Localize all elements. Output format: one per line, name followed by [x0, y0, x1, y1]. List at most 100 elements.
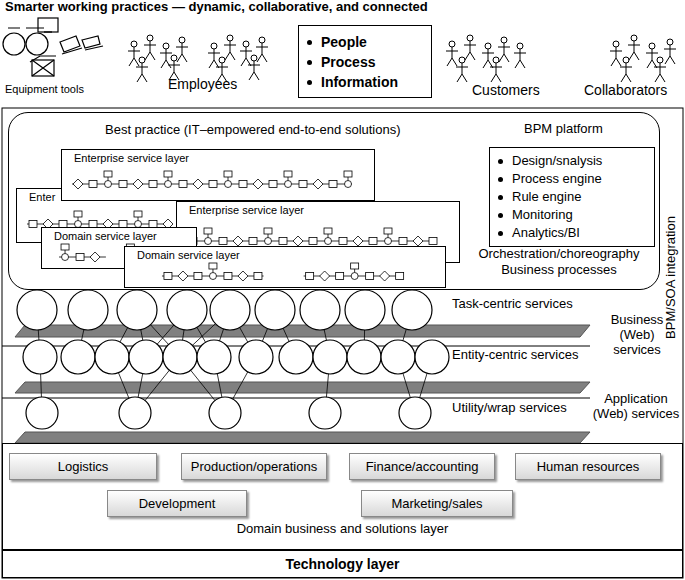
- flow-node: [105, 181, 112, 188]
- flow-line: [208, 234, 209, 238]
- bullet-text: Design/snalysis: [512, 152, 602, 170]
- bullet-row: Design/snalysis: [490, 152, 654, 170]
- utility-service-circle: [119, 397, 151, 429]
- flow-step: [324, 228, 332, 234]
- group-caption: Employees: [168, 76, 237, 92]
- figure-head: [139, 57, 145, 63]
- figure-head: [147, 35, 153, 41]
- figure-body: [256, 43, 268, 62]
- flow-step: [254, 273, 262, 280]
- task-service-circle: [255, 290, 295, 330]
- flow-step: [336, 273, 344, 280]
- flow-diamond: [253, 179, 263, 189]
- focus-box: PeopleProcessInformation: [298, 25, 432, 98]
- bullet-dot: [498, 231, 503, 236]
- figure-body: [456, 63, 468, 82]
- flow-step: [29, 221, 37, 228]
- flow-diamond: [133, 179, 143, 189]
- layer-caption: Utility/wrap services: [452, 401, 567, 416]
- flow-node: [165, 181, 172, 188]
- flow-step: [224, 273, 232, 280]
- figure-body: [514, 49, 526, 68]
- figure-body: [240, 47, 252, 66]
- entity-service-circle: [95, 340, 129, 374]
- vertical-caption: BPM/SOA integration: [664, 202, 679, 352]
- figure-head: [219, 57, 225, 63]
- bullet-text: Rule engine: [512, 188, 581, 206]
- figure-head: [657, 57, 663, 63]
- entity-service-circle: [239, 340, 273, 374]
- flow-step: [89, 181, 97, 188]
- icon-caption: Equipment tools: [5, 83, 84, 96]
- utility-service-circle: [26, 397, 58, 429]
- layer-name: Domain service layer: [42, 228, 196, 242]
- domain-box: Development: [107, 490, 247, 517]
- figure-body: [446, 47, 458, 66]
- figure-body: [224, 41, 236, 60]
- entity-service-circle: [415, 340, 449, 374]
- figure-head: [227, 35, 233, 41]
- flow-node: [285, 181, 292, 188]
- flow-node: [325, 238, 332, 245]
- flow-step: [76, 254, 84, 261]
- flow-step: [329, 181, 337, 188]
- flow-line: [108, 177, 109, 181]
- figure-head: [467, 35, 473, 41]
- task-service-circle: [300, 290, 340, 330]
- figure-head: [649, 43, 655, 49]
- service-layer-box: Enterprise service layer: [61, 149, 375, 201]
- bullet-dot: [307, 40, 312, 45]
- figure-body: [208, 49, 220, 68]
- layer-name: Enterprise service layer: [177, 202, 459, 216]
- figure-body: [248, 61, 260, 80]
- figure-body: [144, 41, 156, 60]
- entity-service-circle: [381, 340, 415, 374]
- task-service-circle: [17, 290, 57, 330]
- figure-head: [259, 37, 265, 43]
- figure-head: [171, 55, 177, 61]
- flow-step: [351, 263, 359, 269]
- entity-service-circle: [313, 340, 347, 374]
- domain-band: Domain business and solutions layerLogis…: [2, 443, 683, 550]
- flow-step: [209, 181, 217, 188]
- figure-head: [613, 41, 619, 47]
- service-bars: [15, 325, 590, 443]
- entity-service-circle: [197, 340, 231, 374]
- figure-head: [493, 57, 499, 63]
- bullet-dot: [498, 195, 503, 200]
- layer-name: Enterprise service layer: [62, 150, 374, 164]
- flow-diamond: [233, 236, 243, 246]
- flow-step: [219, 238, 227, 245]
- entity-service-circle: [23, 340, 57, 374]
- flow-line: [168, 177, 169, 181]
- bullet-text: Information: [321, 72, 398, 92]
- flow-step: [209, 263, 217, 269]
- figure-head: [243, 41, 249, 47]
- entity-service-circle: [163, 340, 197, 374]
- bullet-dot: [307, 60, 312, 65]
- flow-step: [384, 228, 392, 234]
- domain-box: Production/operations: [181, 453, 327, 480]
- flow-step: [309, 238, 317, 245]
- flow-step: [164, 273, 172, 280]
- bullet-row: Rule engine: [490, 188, 654, 206]
- figure-body: [482, 49, 494, 68]
- utility-service-circle: [399, 397, 431, 429]
- flow-step: [264, 228, 272, 234]
- band-name: Technology layer: [285, 556, 399, 572]
- flow-diamond: [238, 271, 248, 281]
- figure-head: [623, 57, 629, 63]
- task-service-circle: [167, 290, 207, 330]
- figure-body: [498, 43, 510, 62]
- flow-line: [348, 177, 349, 181]
- title: Smarter working practices — dynamic, col…: [5, 0, 428, 15]
- flow-diamond: [313, 179, 323, 189]
- domain-name: Production/operations: [191, 459, 317, 474]
- layer-caption: Task-centric services: [452, 297, 573, 312]
- figure-head: [131, 41, 137, 47]
- figure-body: [654, 63, 666, 82]
- bullet-text: Analytics/BI: [512, 224, 580, 242]
- flow-step: [164, 171, 172, 177]
- bullet-row: Analytics/BI: [490, 224, 654, 242]
- flow-step: [396, 273, 404, 280]
